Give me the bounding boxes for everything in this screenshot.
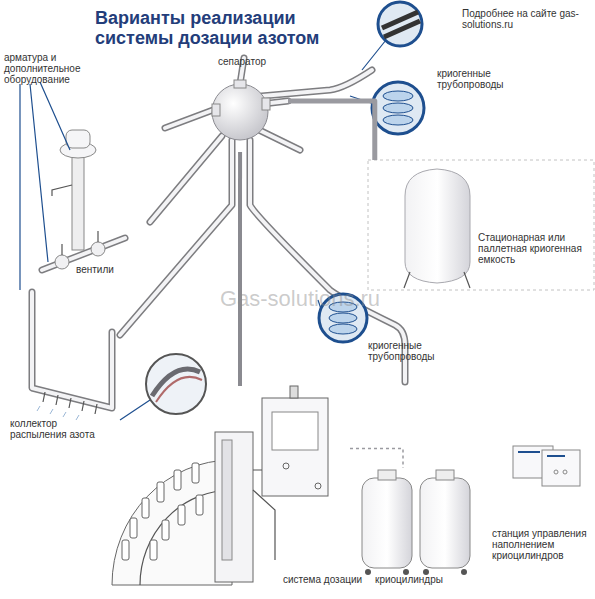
tank-legs	[404, 272, 470, 288]
diagram-title: Варианты реализации системы дозации азот…	[95, 8, 325, 48]
pipeline-connector	[350, 448, 403, 468]
component-label: вентили	[76, 264, 130, 275]
component-label: система дозации	[283, 574, 383, 585]
nitrogen-spray	[37, 406, 79, 420]
annotation-label: Подробнее на сайте gas-solutions.ru	[462, 8, 587, 30]
tank-frame	[368, 160, 594, 290]
pipeline-connector	[288, 101, 375, 160]
component-label: Стационарная или паллетная криогенная ем…	[478, 232, 590, 265]
annotation-label: криогенные трубопроводы	[368, 340, 448, 362]
component-box: система дозации	[105, 386, 350, 594]
bottles	[122, 463, 203, 560]
cryocylinder	[420, 478, 470, 568]
leader-line	[20, 82, 70, 290]
component-label: коллектор распыления азота	[10, 418, 110, 440]
component-box: Стационарная или паллетная криогенная ем…	[368, 160, 594, 290]
pipe-section	[382, 12, 420, 37]
valve-body	[55, 255, 69, 269]
valve-pipe	[72, 150, 84, 250]
cabinet-knob	[315, 483, 321, 489]
pipe-magnifier	[372, 82, 424, 134]
component-box: коллектор распыления азота	[8, 286, 123, 446]
pipe-magnifier	[378, 2, 422, 46]
cryocylinder	[362, 478, 412, 568]
separator-fitting	[262, 98, 270, 110]
cabinet-fitting	[290, 386, 298, 398]
control-cabinet	[262, 398, 328, 496]
filling-carousel	[112, 460, 232, 585]
cylinder-valve	[436, 470, 454, 480]
annotation-label: арматура и дополнительное оборудование	[4, 52, 104, 85]
station-button	[563, 470, 567, 474]
pipe-outline	[32, 58, 405, 408]
separator-fitting	[234, 80, 246, 88]
insulation-coil	[383, 91, 413, 125]
component-box: вентили	[38, 130, 130, 282]
station-button	[554, 470, 558, 474]
valve-body	[91, 242, 105, 256]
cylinder-valve	[378, 470, 396, 480]
component-box: станция управления наполнением криоцилин…	[488, 440, 595, 585]
cabinet-screen	[272, 412, 318, 450]
station-logo	[518, 452, 565, 456]
leader-line	[120, 40, 386, 420]
annotation-label: криогенные трубопроводы	[437, 68, 517, 90]
valve-handle	[52, 185, 72, 196]
cabinet-cable	[253, 470, 275, 560]
watermark: Gas-solutions.ru	[185, 287, 415, 311]
hose-magnifier	[146, 354, 206, 414]
cabinet-knob	[283, 463, 289, 469]
pipeline-connector	[238, 152, 242, 386]
component-box: криоцилиндры	[355, 468, 475, 594]
separator-vessel	[212, 84, 268, 140]
cryogenic-tank	[405, 169, 470, 283]
hose-section	[152, 369, 200, 396]
component-label: станция управления наполнением криоцилин…	[492, 528, 595, 561]
component-label: сепаратор	[218, 56, 288, 67]
component-label: криоцилиндры	[375, 574, 475, 585]
pipe-fill	[32, 58, 405, 408]
valve-stem	[62, 231, 98, 255]
component-box: сепаратор	[200, 56, 288, 152]
separator-fitting	[212, 104, 220, 116]
hose-section	[156, 377, 202, 402]
dosing-head	[222, 440, 232, 560]
valve-head	[66, 130, 90, 148]
collector-nozzles	[43, 392, 97, 414]
dosing-column	[215, 432, 253, 582]
